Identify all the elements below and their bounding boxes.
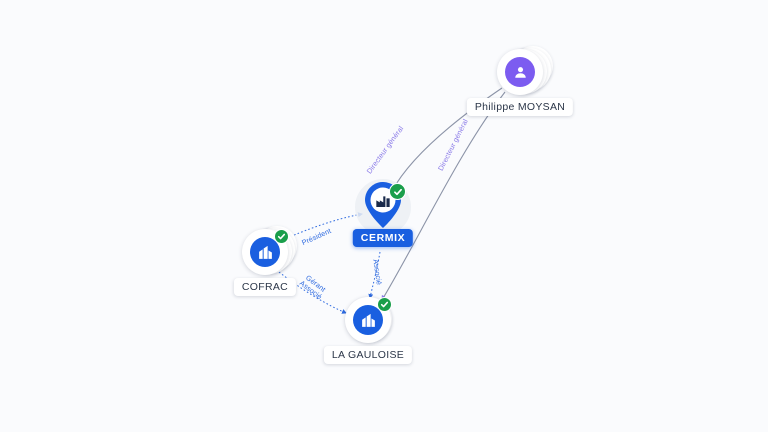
node-philippe-moysan[interactable]: Philippe MOYSAN <box>466 46 574 116</box>
node-label-cermix[interactable]: CERMIX <box>352 229 414 247</box>
person-icon <box>505 57 535 87</box>
verified-check-icon <box>377 297 392 312</box>
node-la-gauloise[interactable]: LA GAULOISE <box>323 297 413 364</box>
building-icon <box>353 305 383 335</box>
edge-cofrac-gauloise[interactable] <box>278 271 347 314</box>
node-label-la-gauloise[interactable]: LA GAULOISE <box>323 346 413 364</box>
verified-check-icon <box>274 229 289 244</box>
node-cermix[interactable]: CERMIX <box>352 179 414 247</box>
building-icon <box>250 237 280 267</box>
node-cofrac[interactable]: COFRAC <box>233 226 297 296</box>
node-label-cofrac[interactable]: COFRAC <box>233 278 297 296</box>
verified-check-icon <box>389 183 406 200</box>
node-avatar-cofrac[interactable] <box>242 229 289 275</box>
node-label-philippe-moysan[interactable]: Philippe MOYSAN <box>466 98 574 116</box>
node-avatar-philippe-moysan[interactable] <box>497 49 543 95</box>
node-avatar-la-gauloise[interactable] <box>345 297 392 343</box>
factory-icon <box>374 192 392 210</box>
